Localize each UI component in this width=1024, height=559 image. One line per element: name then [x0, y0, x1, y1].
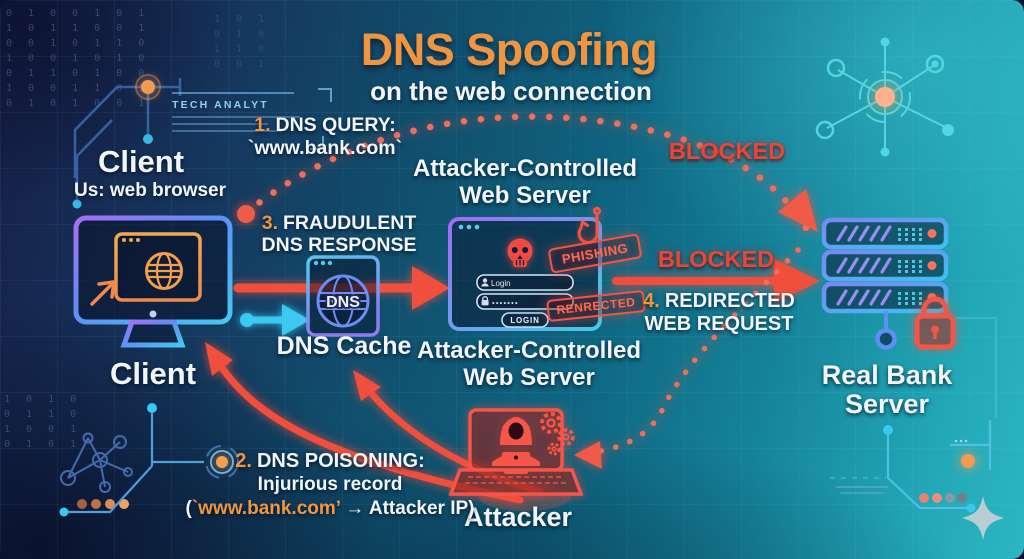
arrow-blocked-request	[612, 259, 820, 303]
page-subtitle: on the web connection	[370, 76, 652, 106]
bracket-corner	[310, 136, 324, 150]
panel-line	[172, 92, 294, 94]
arrow-dns-lookup	[240, 304, 310, 336]
pseudo-text-line	[172, 122, 268, 125]
monitor-stand	[120, 319, 186, 348]
node-dot	[147, 403, 157, 413]
page-title: DNS Spoofing	[360, 24, 658, 75]
molecule-icon	[60, 432, 133, 493]
login-field-text: Login	[491, 279, 511, 288]
power-led	[149, 310, 157, 318]
arrow-poison-to-client	[205, 342, 524, 504]
padlock-icon	[914, 296, 956, 350]
dot-row	[919, 493, 967, 503]
step1-number: 1.	[254, 114, 271, 136]
binary-pattern: 1 0 1 0 0 1 1 0 1 0 0 1 0 1 0 1	[4, 394, 82, 450]
dns-cache-label: DNS Cache	[276, 332, 412, 360]
step4-number: 4.	[643, 290, 660, 312]
blocked-label-top: BLOCKED	[668, 138, 786, 164]
hacker-figure-icon	[492, 417, 540, 466]
node-dot	[72, 199, 82, 209]
hub-node	[931, 60, 939, 68]
attacker-server-label-bottom: Attacker-Controlled Web Server	[416, 337, 642, 391]
window-dots	[313, 260, 333, 266]
bank-server-icon	[821, 217, 963, 350]
step4-label: 4.REDIRECTED WEB REQUEST	[643, 290, 795, 335]
hub-center	[875, 87, 895, 107]
login-button	[501, 312, 549, 328]
hub-node	[880, 147, 890, 157]
login-form: Login ••••••• LOGIN	[476, 274, 574, 328]
skull-icon	[507, 238, 533, 267]
fishing-hook-icon	[577, 206, 602, 244]
dns-icon-text: DNS	[326, 294, 360, 311]
step3-number: 3.	[261, 212, 279, 234]
step2-number: 2.	[235, 450, 252, 472]
step1-domain: `www.bank.com`	[247, 137, 403, 159]
node-dot	[966, 503, 976, 513]
lock-icon	[481, 296, 489, 306]
step1-label: 1.DNS QUERY: `www.bank.com`	[247, 114, 403, 159]
node-dot	[883, 425, 893, 435]
client-computer-icon	[73, 215, 233, 353]
attacker-server-label-top: Attacker-Controlled Web Server	[412, 155, 638, 209]
login-button-text: LOGIN	[510, 316, 539, 325]
globe-icon	[145, 252, 183, 290]
blocked-label-bottom: BLOCKED	[657, 246, 775, 272]
hub-node	[942, 124, 954, 136]
attacker-server-window-icon: Login ••••••• LOGIN	[448, 217, 602, 331]
arrow-redirected-dotted	[574, 247, 801, 469]
tech-panel-title: TECH ANALYT	[172, 99, 269, 111]
mini-window-node	[954, 439, 975, 468]
fine-print-line	[840, 492, 884, 494]
hub-node	[880, 37, 890, 47]
node-dot	[59, 507, 69, 517]
node-dot	[143, 134, 153, 144]
step2-label: 2.DNS POISONING: Injurious record (`www.…	[185, 450, 475, 519]
step3-label: 3.FRAUDULENT DNS RESPONSE	[261, 212, 417, 256]
circuit-lines-bottom-left	[64, 413, 204, 514]
dot-row	[77, 499, 129, 509]
password-field	[476, 293, 574, 310]
username-field	[476, 274, 574, 291]
arrow-dns-query-dotted	[237, 113, 818, 232]
client-sublabel: Us: web browser	[73, 180, 227, 201]
pseudo-text-line	[172, 115, 300, 118]
bracket-corner	[318, 88, 332, 102]
dns-cache-icon: DNS	[306, 255, 380, 337]
laptop-base	[448, 468, 584, 496]
node-ring	[135, 74, 161, 100]
target-icon	[205, 445, 239, 479]
sparkle-icon	[962, 496, 1004, 540]
attacker-laptop-icon	[448, 408, 584, 496]
bank-server-label: Real Bank Server	[821, 360, 953, 419]
fine-print-line	[836, 486, 888, 488]
attacker-label: Attacker	[463, 502, 573, 532]
globe-icon	[316, 274, 370, 328]
server-rack	[821, 217, 949, 314]
circuit-lines-bottom-right	[830, 316, 998, 510]
network-hub-icon	[815, 45, 948, 150]
password-mask-text: •••••••	[492, 299, 519, 308]
gears-icon	[540, 412, 575, 456]
tech-analyt-panel: TECH ANALYT	[172, 88, 352, 150]
bus-node	[875, 328, 897, 350]
client-label-top: Client	[97, 144, 185, 179]
pseudo-text-line	[172, 129, 282, 132]
binary-pattern: 1 0 1 0 1 0 1 1 0 0 0 1	[214, 14, 270, 70]
person-icon	[481, 278, 489, 287]
step2-domain: `www.bank.com’	[191, 498, 341, 519]
window-dots	[458, 224, 480, 230]
client-label-bottom: Client	[109, 356, 197, 391]
glow-node	[141, 80, 155, 94]
browser-dots	[122, 238, 140, 242]
cursor-icon	[90, 280, 116, 306]
